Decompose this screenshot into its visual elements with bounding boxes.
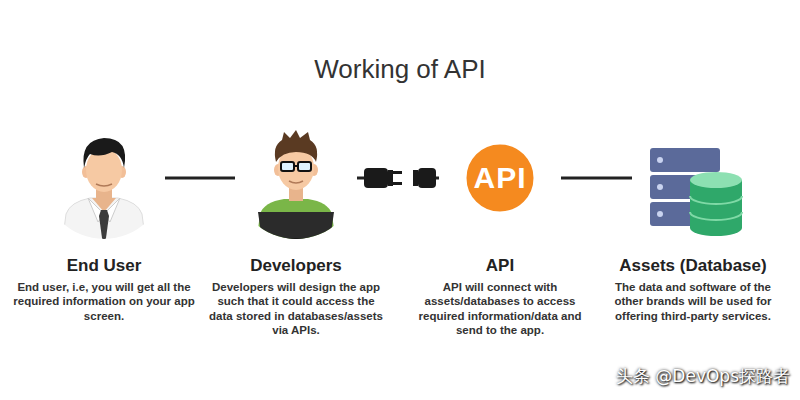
connector-line xyxy=(165,177,235,180)
user-figure-part xyxy=(83,138,125,168)
node-heading: Assets (Database) xyxy=(597,256,789,276)
developer-figure-part xyxy=(281,162,294,171)
node-heading: End User xyxy=(8,256,200,276)
developer-figure-part xyxy=(248,238,344,246)
node-description: Developers will design the app such that… xyxy=(200,280,392,338)
plug-icon-part xyxy=(388,170,393,186)
developer-figure-part xyxy=(294,165,298,167)
watermark: 头条 @DevOps探路者 xyxy=(616,365,790,388)
database-icon xyxy=(650,148,742,236)
circle-fill xyxy=(632,117,754,239)
circle-shape xyxy=(235,117,357,239)
plug-icon-part xyxy=(364,168,388,188)
connector-line xyxy=(561,177,632,180)
database-icon-part xyxy=(657,211,663,217)
circle-fill xyxy=(439,117,561,239)
user-figure-part xyxy=(62,198,146,245)
developer-figure-part xyxy=(275,130,317,162)
node-description: End user, i.e, you will get all the requ… xyxy=(8,280,200,323)
diagram-title: Working of API xyxy=(0,54,800,85)
database-icon-part xyxy=(650,148,720,172)
circle-node: API API API will connect with assets/datab… xyxy=(404,117,596,338)
database-icon-part xyxy=(690,172,742,188)
circle-node: DevelopersDevelopers will design the app… xyxy=(200,117,392,338)
database-icon-part xyxy=(657,157,663,163)
node-heading: API xyxy=(404,256,596,276)
plug-icon-part xyxy=(393,171,402,174)
icon-label: API xyxy=(439,117,561,239)
socket-icon xyxy=(413,168,436,188)
database-icon-part xyxy=(690,196,742,220)
developer-figure-part xyxy=(258,212,334,240)
plug-icon-part xyxy=(393,182,402,185)
node-description: The data and software of the other brand… xyxy=(597,280,789,323)
circle-fill xyxy=(235,117,357,239)
user-figure xyxy=(62,138,146,245)
plug-icon xyxy=(364,168,402,188)
circle-node: End UserEnd user, i.e, you will get all … xyxy=(8,117,200,323)
circle-shape xyxy=(43,117,165,239)
node-description: API will connect with assets/databases t… xyxy=(404,280,596,338)
socket-icon-part xyxy=(418,168,436,188)
developer-figure-part xyxy=(298,162,311,171)
circle-fill xyxy=(43,117,165,239)
user-figure-part xyxy=(96,184,112,186)
developer-figure xyxy=(248,130,344,246)
user-figure-part xyxy=(99,210,109,242)
circle-shape xyxy=(632,117,754,239)
circle-node: Assets (Database) The data and software o… xyxy=(597,117,789,323)
database-icon-part xyxy=(657,184,663,190)
developer-figure-part xyxy=(289,181,303,183)
node-heading: Developers xyxy=(200,256,392,276)
socket-icon-part xyxy=(413,170,418,186)
database-icon-part xyxy=(690,180,742,236)
